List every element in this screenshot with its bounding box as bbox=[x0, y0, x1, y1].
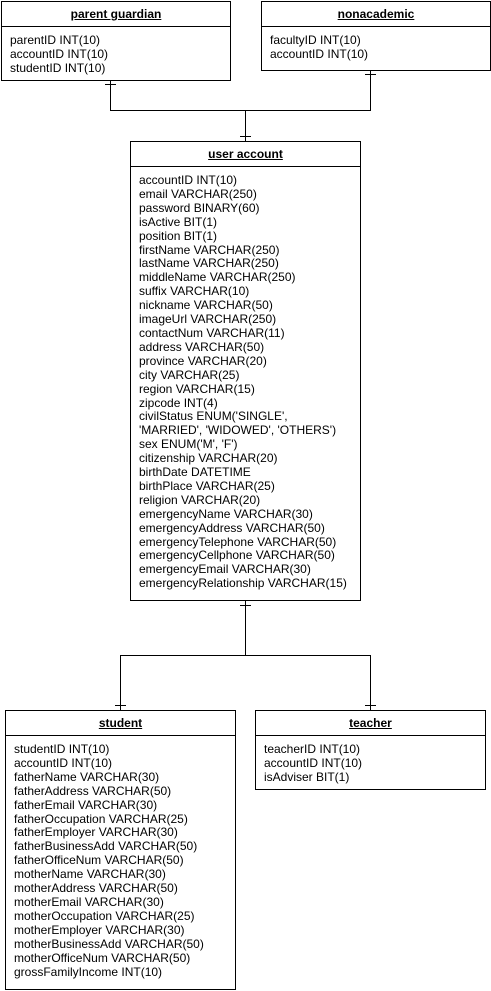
attribute: birthDate DATETIME bbox=[139, 465, 251, 480]
connector-user-account-student bbox=[120, 601, 246, 710]
attribute: email VARCHAR(250) bbox=[139, 186, 257, 201]
attribute: suffix VARCHAR(10) bbox=[139, 284, 250, 299]
attribute: city VARCHAR(25) bbox=[139, 367, 240, 382]
attribute: position BIT(1) bbox=[139, 228, 218, 243]
attribute: province VARCHAR(20) bbox=[139, 353, 267, 368]
attribute: emergencyTelephone VARCHAR(50) bbox=[139, 534, 337, 549]
entity-title: student bbox=[6, 711, 235, 736]
attribute: parentID INT(10) bbox=[10, 33, 101, 47]
attribute: contactNum VARCHAR(11) bbox=[139, 325, 285, 340]
attribute: motherOfficeNum VARCHAR(50) bbox=[14, 950, 191, 965]
attribute: citizenship VARCHAR(20) bbox=[139, 451, 278, 466]
connector-parent-guardian-user-account bbox=[110, 80, 246, 141]
attribute: accountID INT(10) bbox=[139, 173, 238, 187]
attribute: studentID INT(10) bbox=[10, 60, 106, 75]
attribute: isActive BIT(1) bbox=[139, 214, 218, 229]
entity-title: user account bbox=[131, 142, 360, 167]
attribute: emergencyEmail VARCHAR(30) bbox=[139, 562, 311, 577]
attribute: firstName VARCHAR(250) bbox=[139, 242, 280, 257]
attribute: accountID INT(10) bbox=[14, 755, 113, 770]
attribute: nickname VARCHAR(50) bbox=[139, 298, 273, 313]
entity-student[interactable]: student studentID INT(10) accountID INT(… bbox=[5, 710, 236, 990]
entity-user-account[interactable]: user account accountID INT(10) email VAR… bbox=[130, 141, 361, 601]
attribute: isAdviser BIT(1) bbox=[264, 769, 350, 784]
entity-title: teacher bbox=[256, 711, 485, 736]
attribute: region VARCHAR(15) bbox=[139, 381, 255, 396]
attribute: studentID INT(10) bbox=[14, 742, 110, 756]
attribute: middleName VARCHAR(250) bbox=[139, 270, 296, 285]
attribute-list: teacherID INT(10) accountID INT(10) isAd… bbox=[256, 736, 485, 785]
attribute: motherBusinessAdd VARCHAR(50) bbox=[14, 936, 204, 951]
attribute: motherEmployer VARCHAR(30) bbox=[14, 922, 185, 937]
entity-title: nonacademic bbox=[262, 2, 490, 27]
attribute: accountID INT(10) bbox=[270, 46, 369, 61]
attribute-list: parentID INT(10) accountID INT(10) stude… bbox=[2, 27, 230, 76]
attribute: motherOccupation VARCHAR(25) bbox=[14, 908, 195, 923]
attribute: emergencyRelationship VARCHAR(15) bbox=[139, 576, 347, 591]
attribute: lastName VARCHAR(250) bbox=[139, 256, 279, 271]
attribute: emergencyCellphone VARCHAR(50) bbox=[139, 548, 335, 563]
attribute: address VARCHAR(50) bbox=[139, 339, 265, 354]
attribute: religion VARCHAR(20) bbox=[139, 492, 261, 507]
attribute-list: accountID INT(10) email VARCHAR(250) pas… bbox=[131, 167, 360, 591]
attribute: emergencyName VARCHAR(30) bbox=[139, 506, 313, 521]
attribute: motherEmail VARCHAR(30) bbox=[14, 894, 164, 909]
attribute: zipcode INT(4) bbox=[139, 395, 218, 410]
attribute-list: facultyID INT(10) accountID INT(10) bbox=[262, 27, 490, 62]
connector-user-account-teacher bbox=[245, 655, 371, 710]
attribute: birthPlace VARCHAR(25) bbox=[139, 478, 275, 493]
attribute: fatherName VARCHAR(30) bbox=[14, 769, 160, 784]
attribute: fatherOfficeNum VARCHAR(50) bbox=[14, 853, 184, 868]
entity-teacher[interactable]: teacher teacherID INT(10) accountID INT(… bbox=[255, 710, 486, 790]
attribute: fatherBusinessAdd VARCHAR(50) bbox=[14, 839, 198, 854]
attribute: fatherOccupation VARCHAR(25) bbox=[14, 811, 188, 826]
entity-nonacademic[interactable]: nonacademic facultyID INT(10) accountID … bbox=[261, 1, 491, 71]
attribute: fatherEmployer VARCHAR(30) bbox=[14, 825, 178, 840]
entity-title: parent guardian bbox=[2, 2, 230, 27]
attribute: sex ENUM('M', 'F') bbox=[139, 437, 238, 452]
attribute: teacherID INT(10) bbox=[264, 742, 361, 756]
attribute: accountID INT(10) bbox=[264, 755, 363, 770]
attribute: password BINARY(60) bbox=[139, 200, 260, 215]
attribute: motherAddress VARCHAR(50) bbox=[14, 881, 178, 896]
attribute: accountID INT(10) bbox=[10, 46, 109, 61]
attribute: grossFamilyIncome INT(10) bbox=[14, 964, 163, 979]
attribute-list: studentID INT(10) accountID INT(10) fath… bbox=[6, 736, 235, 979]
attribute: fatherAddress VARCHAR(50) bbox=[14, 783, 172, 798]
attribute: imageUrl VARCHAR(250) bbox=[139, 312, 277, 327]
attribute: facultyID INT(10) bbox=[270, 33, 361, 47]
attribute: emergencyAddress VARCHAR(50) bbox=[139, 520, 325, 535]
connector-nonacademic-user-account bbox=[245, 70, 371, 111]
attribute: fatherEmail VARCHAR(30) bbox=[14, 797, 158, 812]
attribute: civilStatus ENUM('SINGLE', 'MARRIED', 'W… bbox=[139, 409, 337, 438]
entity-parent-guardian[interactable]: parent guardian parentID INT(10) account… bbox=[1, 1, 231, 81]
attribute: motherName VARCHAR(30) bbox=[14, 867, 166, 882]
